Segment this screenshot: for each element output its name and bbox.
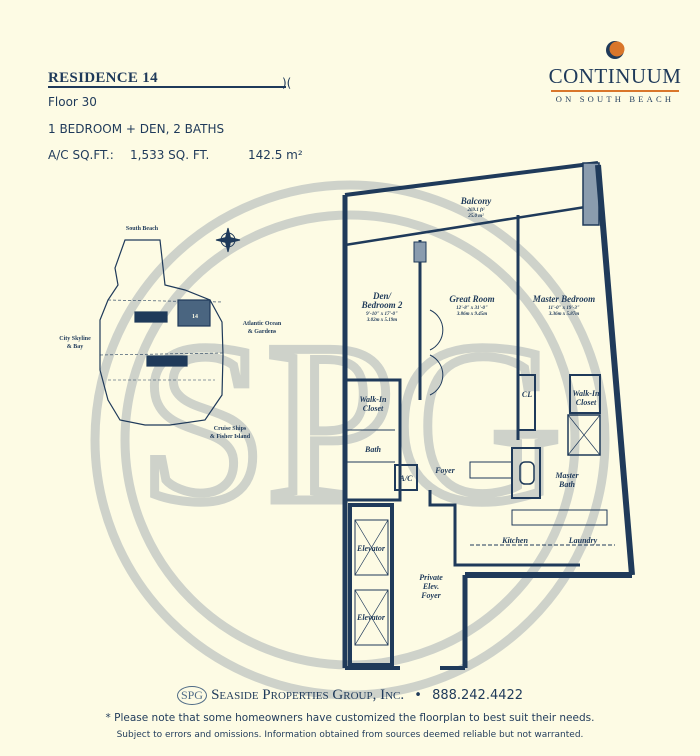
label-bath: Bath bbox=[364, 445, 382, 454]
label-private-3: Foyer bbox=[420, 591, 441, 600]
label-walkin-right-1: Walk-In bbox=[573, 389, 601, 398]
label-walkin-right-2: Closet bbox=[576, 398, 597, 407]
label-laundry: Laundry bbox=[568, 536, 598, 545]
map-label-ocean: Atlantic Ocean bbox=[243, 321, 282, 327]
balcony-dim-ft: 269.1 ft² bbox=[466, 207, 485, 213]
sqm-value: 142.5 m² bbox=[248, 148, 303, 162]
label-private-2: Elev. bbox=[422, 582, 439, 591]
den-dim-ft: 9'-10" x 17'-0" bbox=[366, 312, 398, 317]
page-title: RESIDENCE 14 bbox=[48, 70, 158, 86]
phone-number: 888.242.4422 bbox=[432, 688, 524, 703]
title-ornament-icon: )( bbox=[282, 76, 292, 90]
label-foyer: Foyer bbox=[434, 466, 455, 475]
label-master-bedroom: Master Bedroom bbox=[532, 294, 595, 304]
floorplan bbox=[342, 161, 635, 670]
sqft-label: A/C SQ.FT.: bbox=[48, 148, 114, 162]
label-elevator-2: Elevator bbox=[356, 613, 386, 622]
logo-subtitle: ON SOUTH BEACH bbox=[555, 94, 675, 104]
label-ac: A/C bbox=[399, 474, 414, 483]
label-master-bath-2: Bath bbox=[558, 480, 576, 489]
label-master-bath-1: Master bbox=[554, 471, 579, 480]
map-label-gardens: & Gardens bbox=[248, 329, 277, 335]
company-name: Seaside Properties Group, Inc. bbox=[211, 687, 405, 703]
logo-name: CONTINUUM bbox=[548, 64, 682, 88]
label-closet: CL bbox=[522, 390, 532, 399]
label-walkin-left-2: Closet bbox=[363, 404, 384, 413]
logo-moon-icon bbox=[606, 41, 625, 59]
map-label-city: City Skyline bbox=[59, 336, 91, 342]
label-balcony: Balcony bbox=[460, 196, 493, 206]
title-rule bbox=[48, 86, 286, 88]
map-label-fisher: & Fisher Island bbox=[210, 434, 251, 440]
label-bedroom2: Bedroom 2 bbox=[361, 300, 403, 310]
bedroom-count: 1 BEDROOM + DEN, 2 BATHS bbox=[48, 122, 225, 136]
label-den: Den/ bbox=[372, 291, 392, 301]
label-walkin-left-1: Walk-In bbox=[360, 395, 388, 404]
customization-note: * Please note that some homeowners have … bbox=[105, 712, 595, 724]
den-dim-m: 3.02m x 5.19m bbox=[366, 318, 397, 323]
compass-icon bbox=[215, 227, 241, 253]
separator: • bbox=[414, 688, 422, 703]
disclaimer: Subject to errors and omissions. Informa… bbox=[116, 730, 584, 740]
master-dim-m: 3.36m x 5.87m bbox=[548, 312, 579, 317]
label-great-room: Great Room bbox=[449, 294, 494, 304]
great-room-dim-ft: 12'-8" x 31'-0" bbox=[456, 306, 488, 311]
label-private-1: Private bbox=[419, 573, 443, 582]
master-dim-ft: 11'-0" x 19'-3" bbox=[548, 306, 580, 311]
great-room-dim-m: 3.86m x 9.45m bbox=[456, 312, 487, 317]
company-line: SPG Seaside Properties Group, Inc. • 888… bbox=[0, 686, 700, 705]
label-kitchen: Kitchen bbox=[501, 536, 528, 545]
floor-number: Floor 30 bbox=[48, 95, 97, 109]
spg-logo: SPG bbox=[176, 686, 207, 705]
continuum-logo: CONTINUUM ON SOUTH BEACH bbox=[545, 40, 685, 104]
location-map bbox=[99, 239, 224, 426]
balcony-dim-m: 25.0 m² bbox=[467, 213, 484, 219]
logo-rule bbox=[551, 90, 679, 92]
map-label-cruise: Cruise Ships bbox=[214, 426, 247, 432]
map-unit-label: 14 bbox=[192, 314, 198, 320]
map-label-south-beach: South Beach bbox=[126, 226, 159, 232]
label-elevator-1: Elevator bbox=[356, 544, 386, 553]
sqft-value: 1,533 SQ. FT. bbox=[130, 148, 210, 162]
map-label-bay: & Bay bbox=[67, 344, 84, 350]
